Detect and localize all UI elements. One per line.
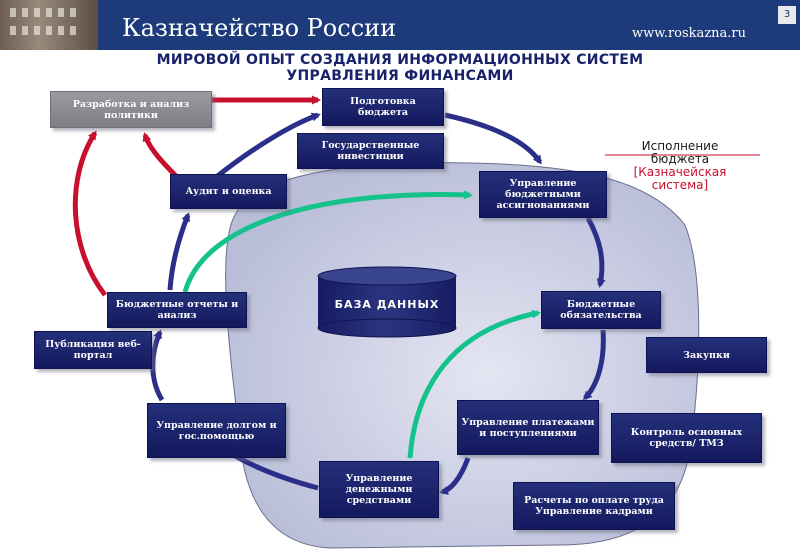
box-procurement: Закупки xyxy=(646,337,767,373)
arrow-audit-to-budget-prep xyxy=(213,112,321,180)
slide-title: МИРОВОЙ ОПЫТ СОЗДАНИЯ ИНФОРМАЦИОННЫХ СИС… xyxy=(0,52,800,84)
box-budget-preparation: Подготовка бюджета xyxy=(322,88,444,126)
arrow-budget-prep-to-allocations xyxy=(444,112,543,165)
database-label: БАЗА ДАННЫХ xyxy=(334,298,440,311)
website-url[interactable]: www.roskazna.ru xyxy=(632,26,747,41)
arrow-red-reports-to-policy xyxy=(72,130,107,297)
execution-line1: Исполнение xyxy=(641,139,719,153)
arrow-teal-reports-to-allocations xyxy=(182,190,473,293)
execution-line3: [Казначейская xyxy=(633,165,727,179)
slide-title-line2: УПРАВЛЕНИЯ ФИНАНСАМИ xyxy=(286,68,514,84)
box-fixed-assets: Контроль основных средств/ ТМЗ xyxy=(611,413,762,463)
slide-title-line1: МИРОВОЙ ОПЫТ СОЗДАНИЯ ИНФОРМАЦИОННЫХ СИС… xyxy=(156,52,644,68)
box-payroll-hr: Расчеты по оплате труда Управление кадра… xyxy=(513,482,675,530)
arrow-teal-cash-to-obligations xyxy=(407,309,541,459)
box-web-publication: Публикация веб-портал xyxy=(34,331,152,369)
page-number: 3 xyxy=(778,6,796,24)
database-icon xyxy=(317,266,457,338)
box-budget-obligations: Бюджетные обязательства xyxy=(541,291,661,329)
box-public-investment: Государственные инвестиции xyxy=(297,133,444,169)
arrow-payments-to-cash xyxy=(439,457,471,495)
arrow-reports-to-audit xyxy=(167,212,191,291)
box-budget-reports: Бюджетные отчеты и анализ xyxy=(107,292,247,328)
box-allocations-management: Управление бюджетными ассигнованиями xyxy=(479,171,607,218)
box-audit-evaluation: Аудит и оценка xyxy=(170,174,287,209)
arrow-obligations-to-payments xyxy=(582,329,606,401)
box-payments-receipts: Управление платежами и поступлениями xyxy=(457,400,599,455)
box-policy-analysis: Разработка и анализ политики xyxy=(50,91,212,128)
box-debt-management: Управление долгом и гос.помощью xyxy=(147,403,286,458)
arrow-allocations-to-obligations xyxy=(585,216,606,288)
building-photo xyxy=(0,0,98,50)
arrow-debt-to-reports xyxy=(150,329,165,402)
budget-execution-label: Исполнение бюджета [Казначейская система… xyxy=(600,140,760,192)
box-cash-management: Управление денежными средствами xyxy=(319,461,439,518)
header-bar: Казначейство России www.roskazna.ru 3 xyxy=(0,0,800,50)
execution-line2: бюджета xyxy=(650,152,710,166)
execution-line4: система] xyxy=(651,178,709,192)
organization-title: Казначейство России xyxy=(122,14,397,42)
